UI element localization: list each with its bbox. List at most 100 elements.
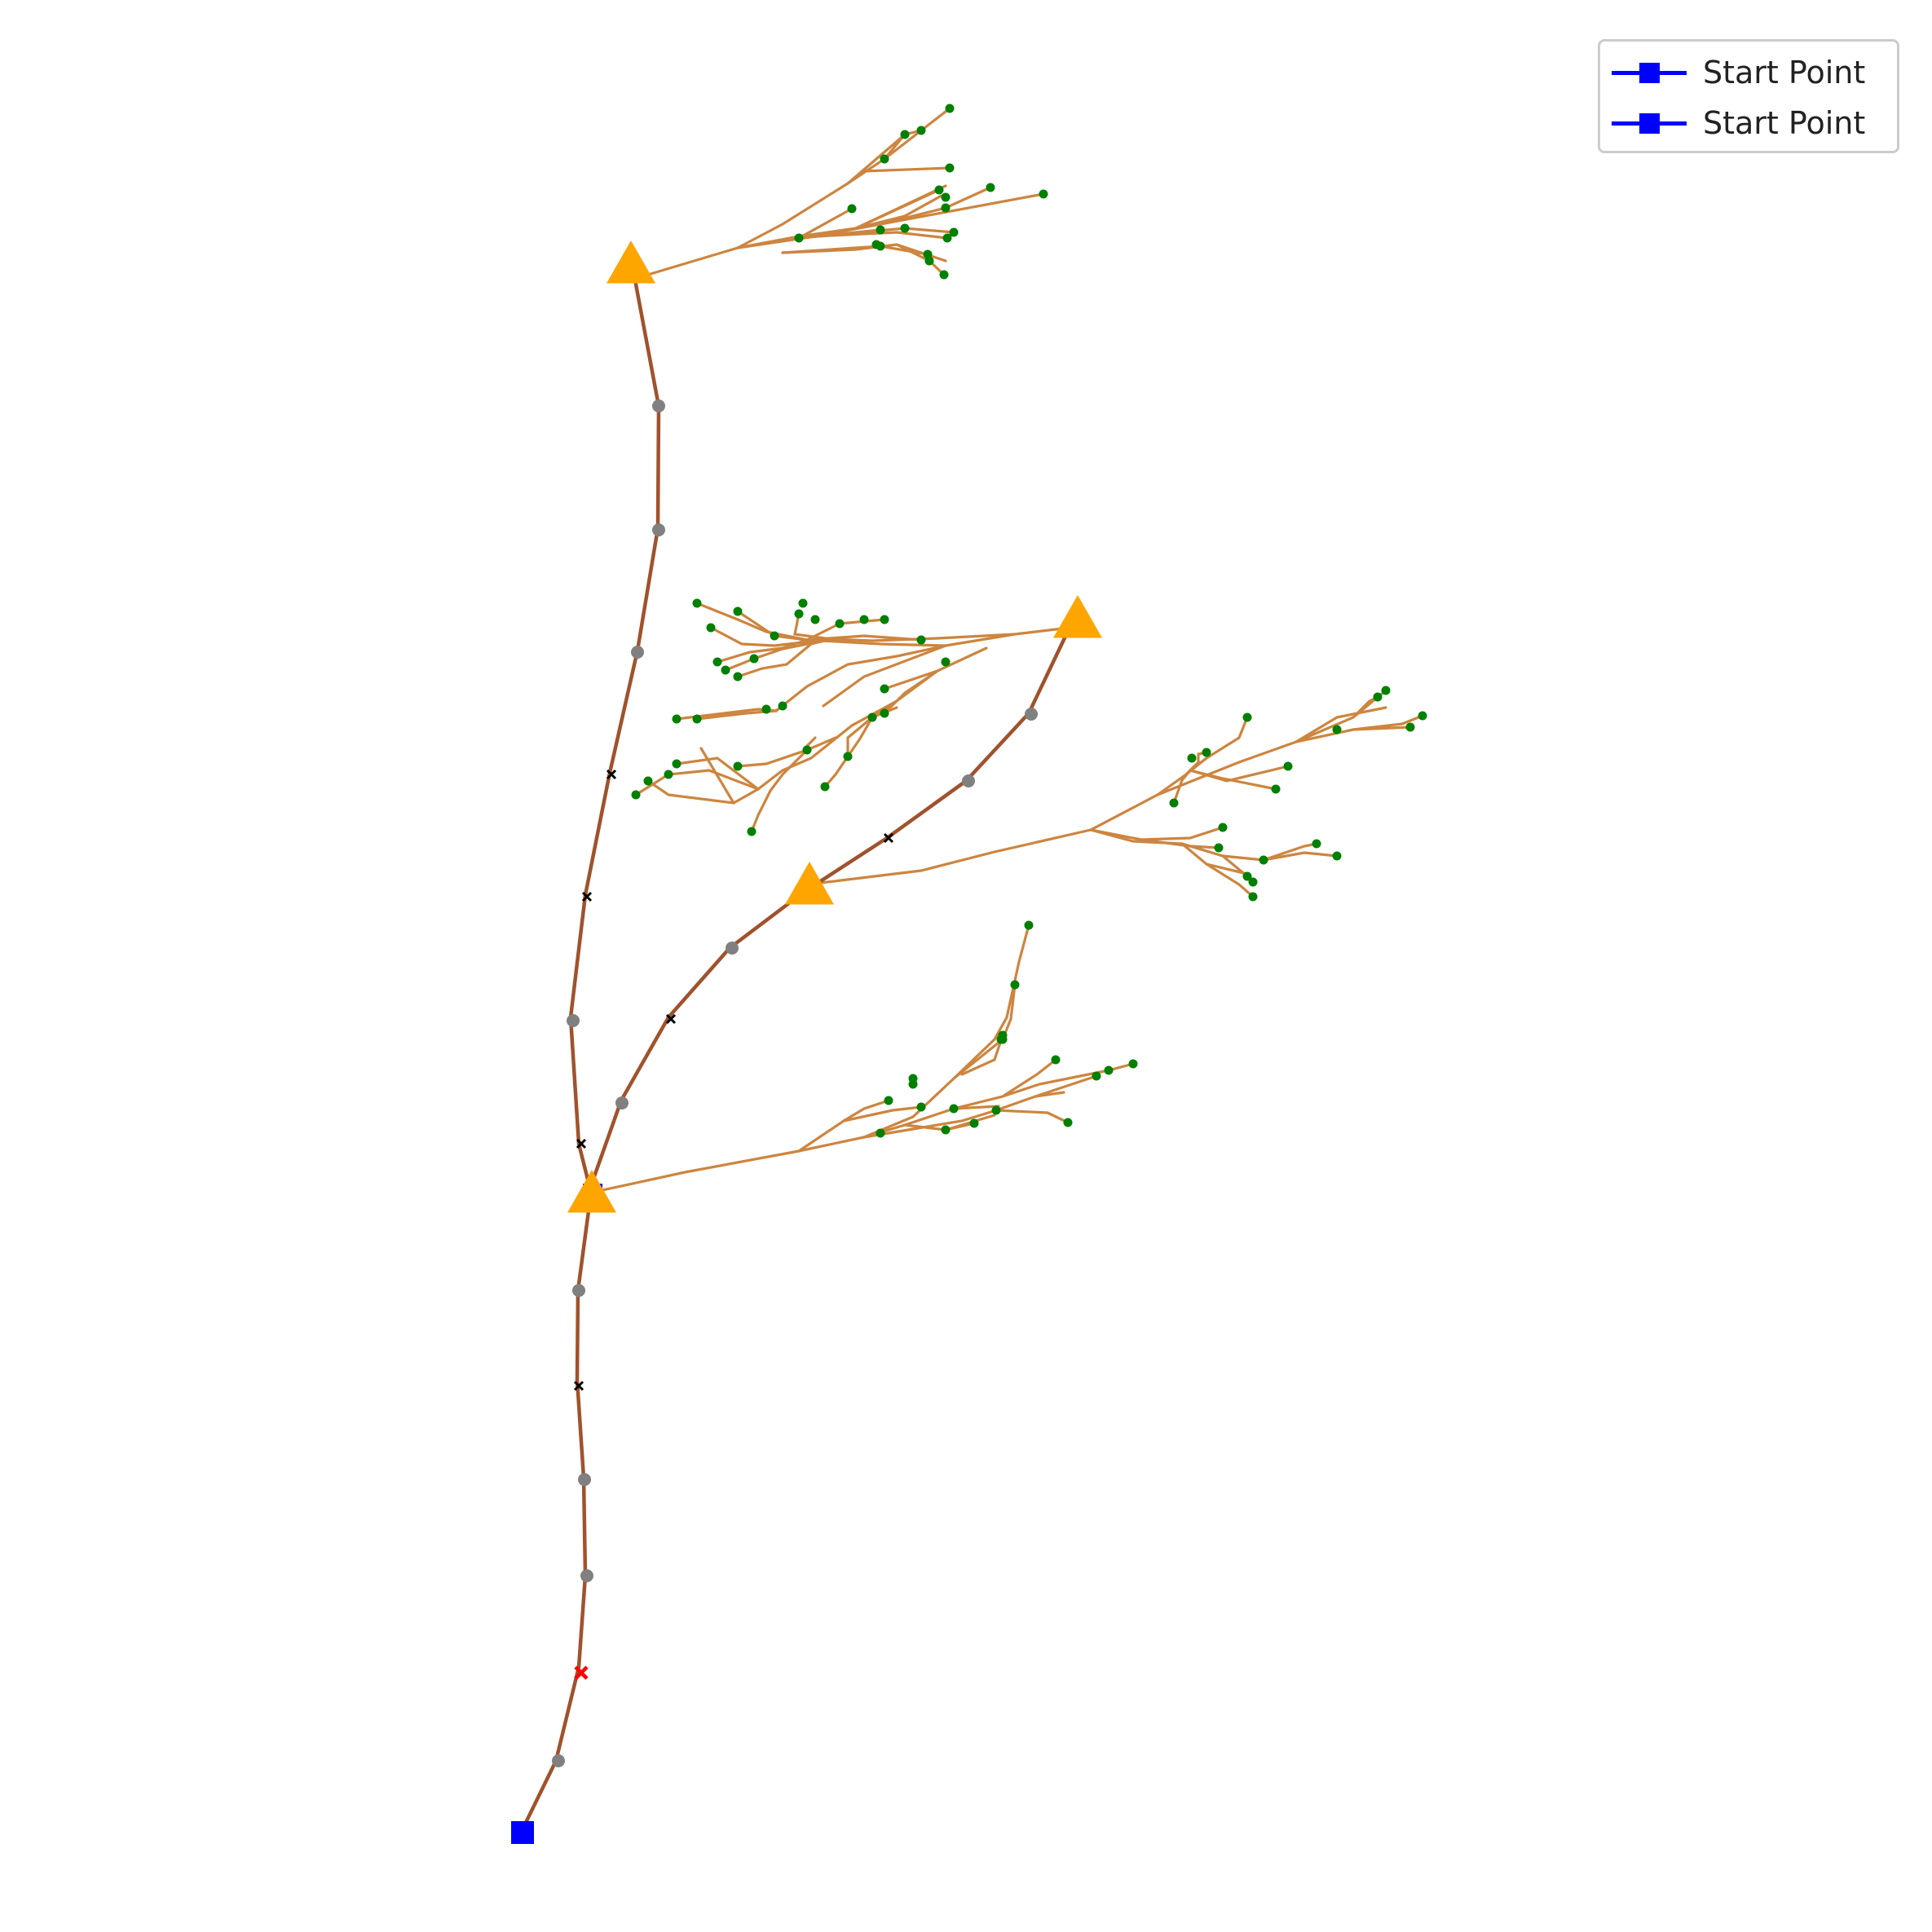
leaf-dot: [798, 598, 808, 608]
leaf-dot: [916, 635, 926, 645]
x-mark-icon: [576, 1138, 587, 1149]
leaf-dot: [664, 770, 673, 779]
leaf-dot: [945, 163, 955, 173]
twig-line: [805, 828, 1092, 886]
leaf-dot: [880, 684, 889, 694]
leaf-dot: [945, 104, 955, 113]
node-dot: [578, 1473, 591, 1486]
twig-line: [862, 166, 951, 173]
twig-line: [862, 924, 1030, 1139]
x-mark-icon: [581, 891, 593, 902]
start-square-icon: [511, 1821, 534, 1844]
leaf-dot: [1024, 920, 1034, 930]
leaf-dot: [761, 704, 771, 714]
legend-swatch-icon: [1612, 48, 1687, 97]
twig-line: [736, 207, 854, 249]
leaf-dot: [908, 1079, 918, 1089]
leaf-dot: [942, 233, 952, 243]
legend-label: Start Point: [1703, 55, 1866, 90]
junction-triangle-icon: [567, 1170, 616, 1213]
leaf-dot: [1063, 1118, 1073, 1127]
leaf-dot: [986, 183, 995, 192]
leaf-dot: [672, 714, 681, 724]
x-mark-icon: [606, 769, 617, 780]
node-dot: [652, 523, 665, 536]
leaf-dot: [631, 790, 641, 800]
leaf-dot: [969, 1118, 979, 1128]
leaf-dot: [941, 657, 951, 667]
x-mark-icon: [665, 1013, 677, 1025]
twig-line: [1295, 706, 1387, 743]
twig-line: [879, 192, 1045, 226]
leaf-dot: [949, 1104, 959, 1114]
leaf-dot: [643, 776, 653, 786]
leaf-dot: [916, 1102, 926, 1112]
marker-layer: [511, 104, 1427, 1844]
leaf-dot: [991, 1105, 1001, 1115]
leaf-dot: [820, 782, 830, 792]
leaf-dot: [843, 752, 853, 761]
leaf-dot: [1418, 711, 1427, 721]
leaf-dot: [1104, 1065, 1114, 1075]
twig-line: [736, 637, 833, 678]
leaf-dot: [880, 154, 889, 164]
leaf-dot: [880, 615, 889, 624]
leaf-dot: [712, 657, 722, 667]
twig-line: [724, 637, 833, 672]
leaf-dot: [1332, 725, 1342, 734]
leaf-dot: [1051, 1055, 1061, 1065]
leaf-dot: [1248, 892, 1258, 902]
leaf-dot: [876, 1128, 885, 1138]
leaf-dot: [1039, 189, 1048, 199]
square-marker-icon: [1639, 63, 1660, 83]
red-x-mark-icon: [574, 1665, 589, 1680]
twig-line: [1352, 726, 1412, 731]
x-mark-icon: [883, 832, 894, 844]
leaf-dot: [941, 1125, 951, 1135]
leaf-dot: [733, 607, 743, 616]
leaf-dot: [934, 185, 944, 195]
twig-line: [781, 243, 946, 276]
twig-line: [1089, 828, 1339, 862]
leaf-dot: [1271, 784, 1281, 794]
leaf-dot: [733, 761, 743, 771]
node-dot: [580, 1569, 593, 1582]
twig-line: [883, 669, 939, 715]
twig-line: [750, 748, 809, 833]
twig-line: [797, 1099, 890, 1153]
twig-line: [1089, 826, 1224, 841]
leaf-dot: [847, 204, 857, 214]
leaf-dot: [884, 1096, 893, 1105]
leaf-dot: [1187, 753, 1197, 763]
leaf-dot: [1010, 980, 1020, 990]
twig-line: [995, 1109, 1070, 1124]
junction-triangle-icon: [1053, 595, 1102, 638]
leaf-dot: [876, 241, 885, 251]
leaf-dot: [880, 708, 889, 718]
square-marker-icon: [1639, 113, 1660, 134]
leaf-dot: [859, 615, 869, 624]
twig-line: [854, 184, 947, 230]
leaf-dot: [794, 233, 804, 243]
leaf-dot: [867, 712, 877, 722]
twig-line: [862, 1105, 1000, 1139]
twig-line: [952, 1058, 1057, 1110]
twig-line: [675, 708, 778, 721]
node-dot: [567, 1014, 580, 1027]
leaf-dot: [749, 654, 759, 664]
twig-line: [634, 769, 760, 796]
leaf-dot: [998, 1034, 1008, 1044]
leaf-dot: [939, 270, 949, 280]
twig-line: [1180, 842, 1255, 898]
leaf-dot: [924, 256, 934, 266]
leaf-dot: [1312, 839, 1321, 849]
twig-line: [1089, 689, 1387, 831]
twig-line: [1189, 765, 1290, 783]
twig-line: [793, 612, 833, 641]
x-mark-icon: [573, 1380, 584, 1392]
leaf-dot: [721, 665, 730, 675]
twig-line: [1205, 862, 1249, 876]
node-dot: [1025, 708, 1038, 721]
node-dot: [726, 942, 739, 955]
leaf-dot: [835, 619, 845, 629]
